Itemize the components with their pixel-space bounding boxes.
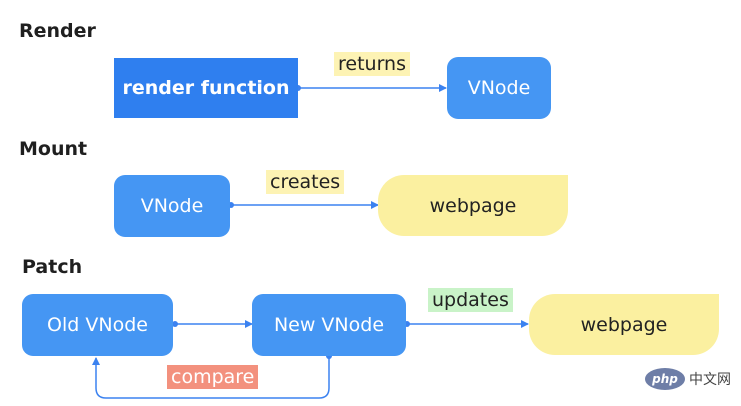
watermark-site-text: 中文网 — [689, 372, 731, 388]
old-to-new-arrow — [172, 320, 253, 328]
mount-webpage-node: webpage — [378, 175, 568, 236]
old-vnode-node: Old VNode — [22, 294, 173, 356]
php-logo-icon: php — [645, 368, 685, 390]
updates-label: updates — [428, 288, 513, 312]
php-logo-text: php — [652, 372, 678, 386]
render-section-title: Render — [19, 20, 96, 42]
updates-arrow — [404, 320, 529, 328]
render-vnode-node: VNode — [447, 57, 551, 119]
compare-label: compare — [167, 365, 259, 389]
patch-webpage-node: webpage — [529, 294, 719, 355]
returns-arrow — [295, 84, 447, 92]
returns-label: returns — [334, 52, 410, 76]
creates-arrow — [228, 201, 379, 209]
site-watermark: php 中文网 — [645, 368, 731, 390]
patch-section-title: Patch — [22, 256, 83, 278]
mount-vnode-node: VNode — [114, 175, 230, 237]
render-function-node: render function — [114, 58, 298, 118]
mount-section-title: Mount — [19, 138, 88, 160]
new-vnode-node: New VNode — [252, 294, 406, 356]
creates-label: creates — [266, 170, 345, 194]
